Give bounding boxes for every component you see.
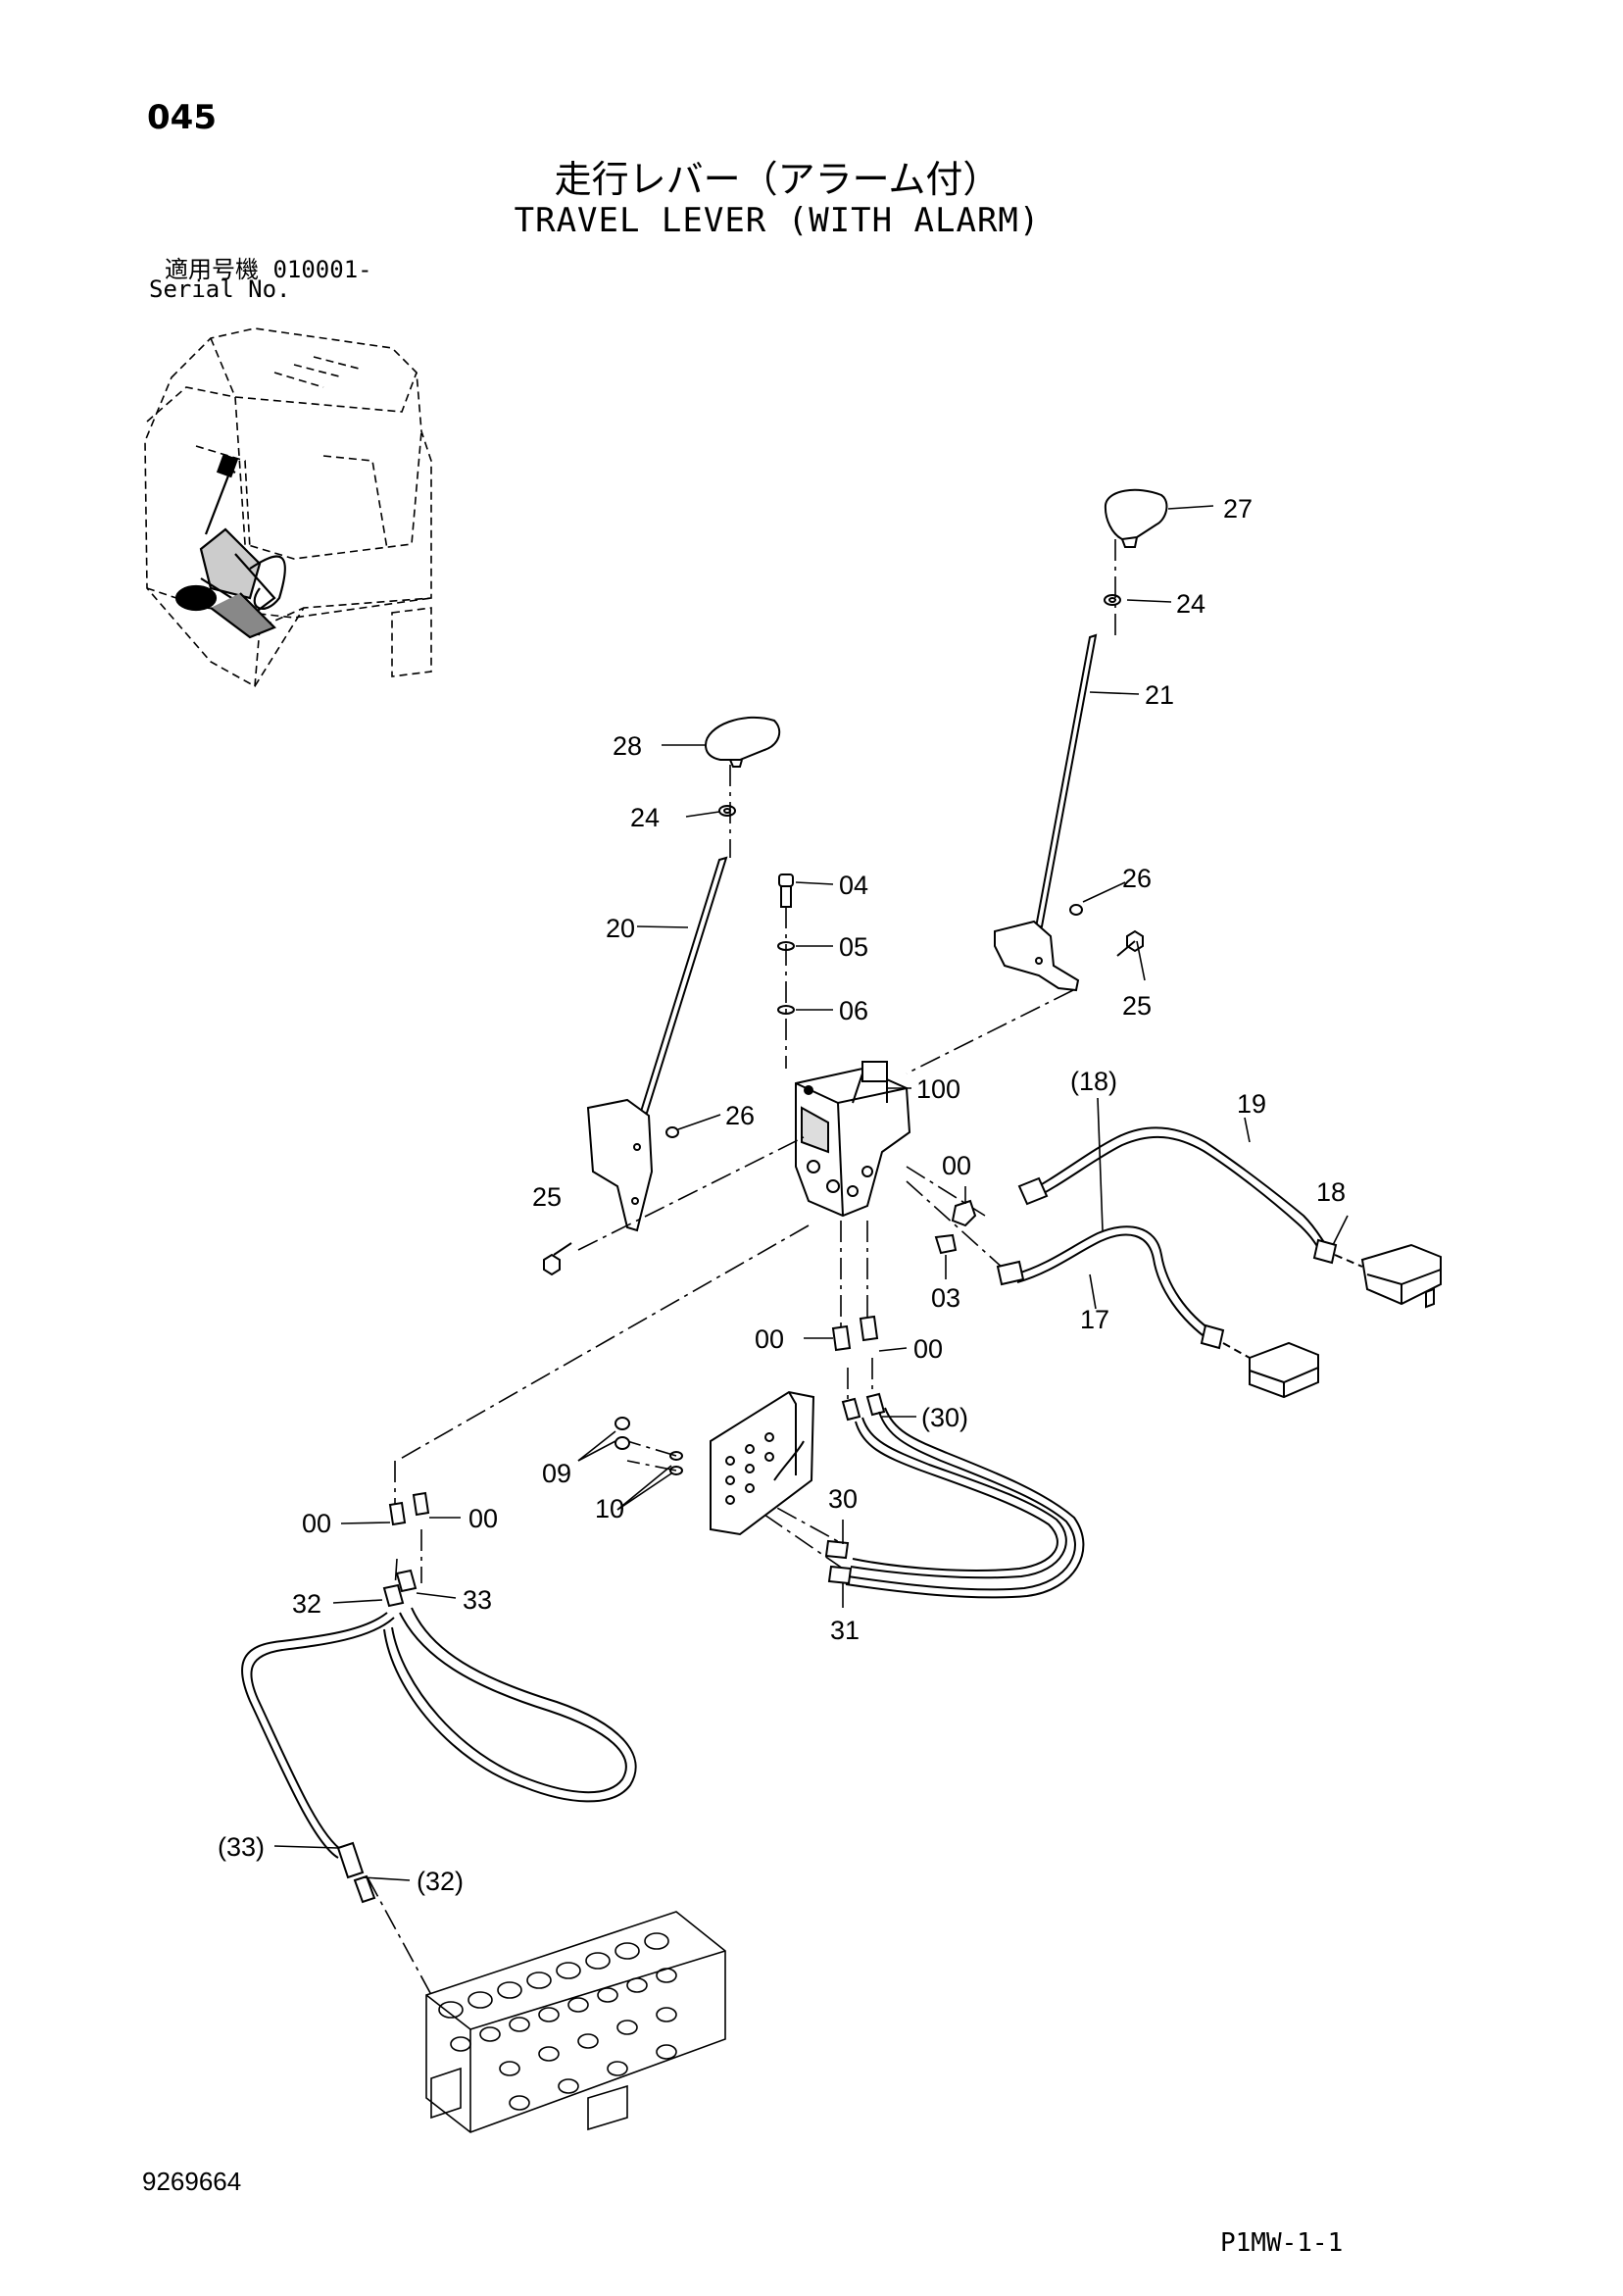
- callout-33: 33: [463, 1585, 492, 1615]
- callout-26-right: 26: [1122, 864, 1152, 893]
- travel-lever-left: [543, 716, 781, 1276]
- page-number: 045: [147, 98, 217, 137]
- travel-lever-right: [994, 488, 1168, 992]
- callout-30: 30: [828, 1484, 858, 1514]
- valve-hose-fittings: [382, 1199, 977, 1608]
- callout-06: 06: [839, 996, 868, 1025]
- serial-number-label-japanese: 適用号機 010001-: [165, 256, 372, 283]
- callout-09: 09: [542, 1459, 571, 1488]
- page-title-japanese: 走行レバー（アラーム付）: [554, 158, 1001, 201]
- bolt-washer-stack: [777, 873, 795, 1015]
- hose-17: [996, 1225, 1319, 1399]
- callout-21: 21: [1145, 680, 1174, 710]
- callout-24-right: 24: [1176, 589, 1205, 619]
- assembly-centerlines: [367, 539, 1116, 2050]
- serial-number-label-english: Serial No.: [149, 275, 291, 303]
- pilot-valve-body: [795, 1061, 911, 1218]
- callout-100: 100: [916, 1074, 960, 1104]
- main-control-valve: [425, 1911, 726, 2133]
- hoses-32-33: [241, 1607, 637, 1904]
- callout-17: 17: [1080, 1305, 1109, 1334]
- callout-18-ref: (18): [1070, 1067, 1117, 1096]
- callout-03: 03: [931, 1283, 960, 1313]
- callout-00-valve: 00: [942, 1151, 971, 1180]
- drawing-number: 9269664: [142, 2167, 242, 2196]
- callout-labels: 27 24 21 28 24 04 20 05 26 06 25 100 (18…: [218, 494, 1346, 1896]
- callout-leaders: [273, 505, 1349, 1881]
- callout-33-ref: (33): [218, 1832, 265, 1862]
- page-title-english: TRAVEL LEVER (WITH ALARM): [514, 201, 1041, 240]
- callout-32: 32: [292, 1589, 321, 1619]
- callout-31: 31: [830, 1616, 860, 1645]
- callout-00-right: 00: [913, 1334, 943, 1364]
- callout-20: 20: [606, 914, 635, 943]
- callout-30-ref: (30): [921, 1403, 968, 1432]
- callout-28: 28: [613, 731, 642, 761]
- callout-04: 04: [839, 871, 868, 900]
- callout-26-left: 26: [725, 1101, 755, 1130]
- hoses-30-31: [824, 1407, 1085, 1599]
- callout-05: 05: [839, 932, 868, 962]
- cab-overview-sketch: [144, 327, 432, 688]
- callout-32-ref: (32): [417, 1867, 464, 1896]
- callout-18: 18: [1316, 1177, 1346, 1207]
- hose-18-19: [1017, 1126, 1442, 1309]
- callout-25-left: 25: [532, 1182, 562, 1212]
- callout-27: 27: [1223, 494, 1253, 524]
- callout-00-lower-right: 00: [468, 1504, 498, 1533]
- callout-25-right: 25: [1122, 991, 1152, 1021]
- callout-10: 10: [595, 1494, 624, 1523]
- callout-19: 19: [1237, 1089, 1266, 1119]
- callout-00-lower-left: 00: [302, 1509, 331, 1538]
- cab-overview-lever-assembly: [174, 453, 286, 639]
- callout-00-left: 00: [755, 1324, 784, 1354]
- sheet-code: P1MW-1-1: [1220, 2228, 1344, 2258]
- callout-24-left: 24: [630, 803, 660, 832]
- mounting-bracket: [615, 1390, 815, 1536]
